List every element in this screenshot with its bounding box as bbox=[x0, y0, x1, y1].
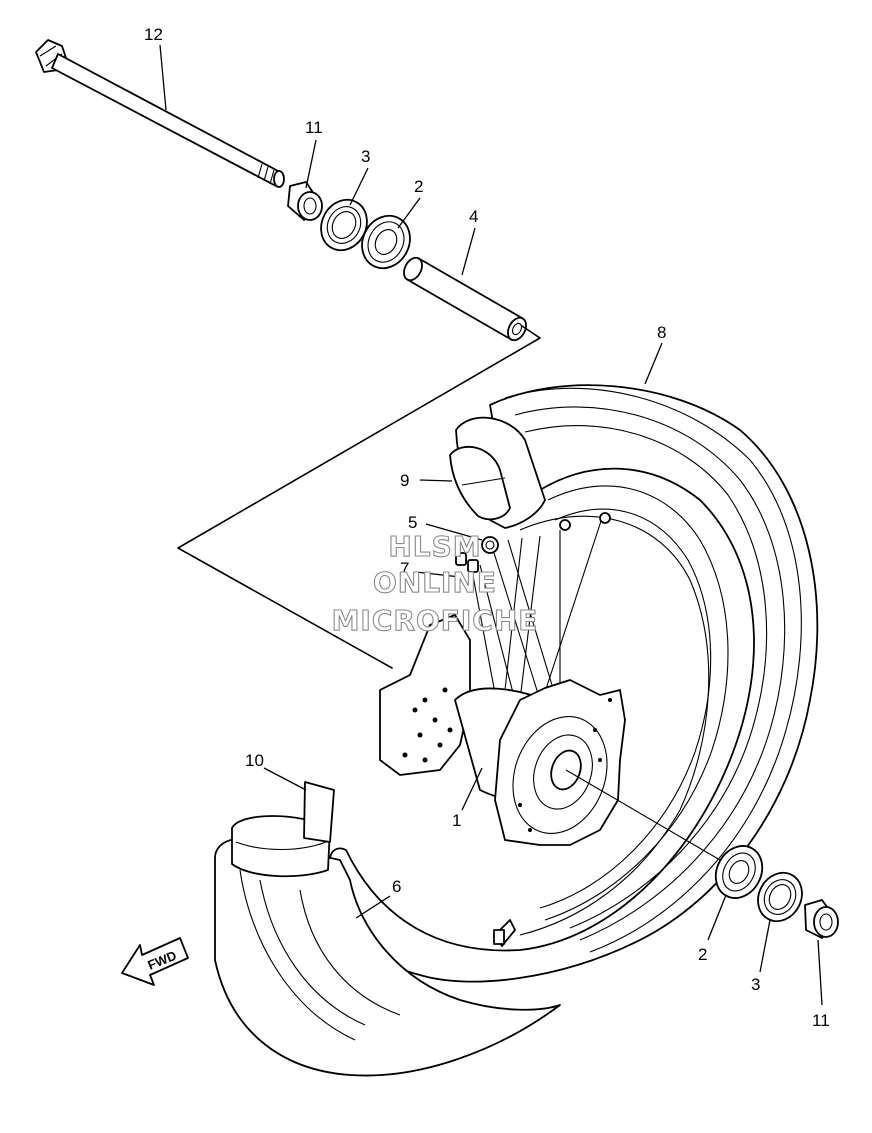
callout-11-top: 11 bbox=[305, 118, 323, 137]
bearing-part-top bbox=[361, 214, 411, 270]
tube-part bbox=[449, 416, 546, 529]
spacer-part bbox=[403, 256, 527, 342]
callout-12: 12 bbox=[144, 25, 163, 44]
callout-3-top: 3 bbox=[361, 147, 370, 166]
collar-part-top bbox=[287, 181, 323, 221]
assembly-bracket-line bbox=[177, 325, 541, 669]
watermark-line-3: MICROFICHE bbox=[332, 604, 539, 637]
callout-3-bottom: 3 bbox=[751, 975, 760, 994]
oil-seal-part-top bbox=[320, 198, 368, 252]
callout-6: 6 bbox=[392, 877, 401, 896]
callout-9: 9 bbox=[400, 471, 409, 490]
callout-5: 5 bbox=[408, 513, 417, 532]
callout-1: 1 bbox=[452, 811, 461, 830]
watermark: HLSM ONLINE MICROFICHE bbox=[331, 529, 539, 637]
watermark-line-1: HLSM bbox=[388, 530, 481, 563]
callout-11-bottom: 11 bbox=[812, 1011, 830, 1030]
hub-part bbox=[454, 679, 721, 861]
callout-8: 8 bbox=[657, 323, 666, 342]
leader-lines bbox=[159, 44, 823, 1006]
watermark-line-2: ONLINE bbox=[373, 566, 497, 599]
callout-7: 7 bbox=[400, 559, 409, 578]
valve-part bbox=[493, 919, 516, 947]
rim-tape-part bbox=[303, 781, 335, 843]
callout-2-top: 2 bbox=[414, 177, 423, 196]
spoke-nipple-parts bbox=[455, 536, 499, 573]
callout-2-bottom: 2 bbox=[698, 945, 707, 964]
callout-4: 4 bbox=[469, 207, 478, 226]
callout-labels: 12 11 3 2 4 8 9 5 7 10 1 6 2 3 11 bbox=[144, 25, 830, 1030]
forward-arrow-icon: FWD bbox=[121, 937, 189, 986]
oil-seal-part-bottom bbox=[757, 871, 803, 923]
axle-part bbox=[35, 39, 285, 188]
callout-10: 10 bbox=[245, 751, 264, 770]
collar-part-bottom bbox=[804, 899, 839, 939]
brake-disc-part bbox=[379, 614, 471, 776]
